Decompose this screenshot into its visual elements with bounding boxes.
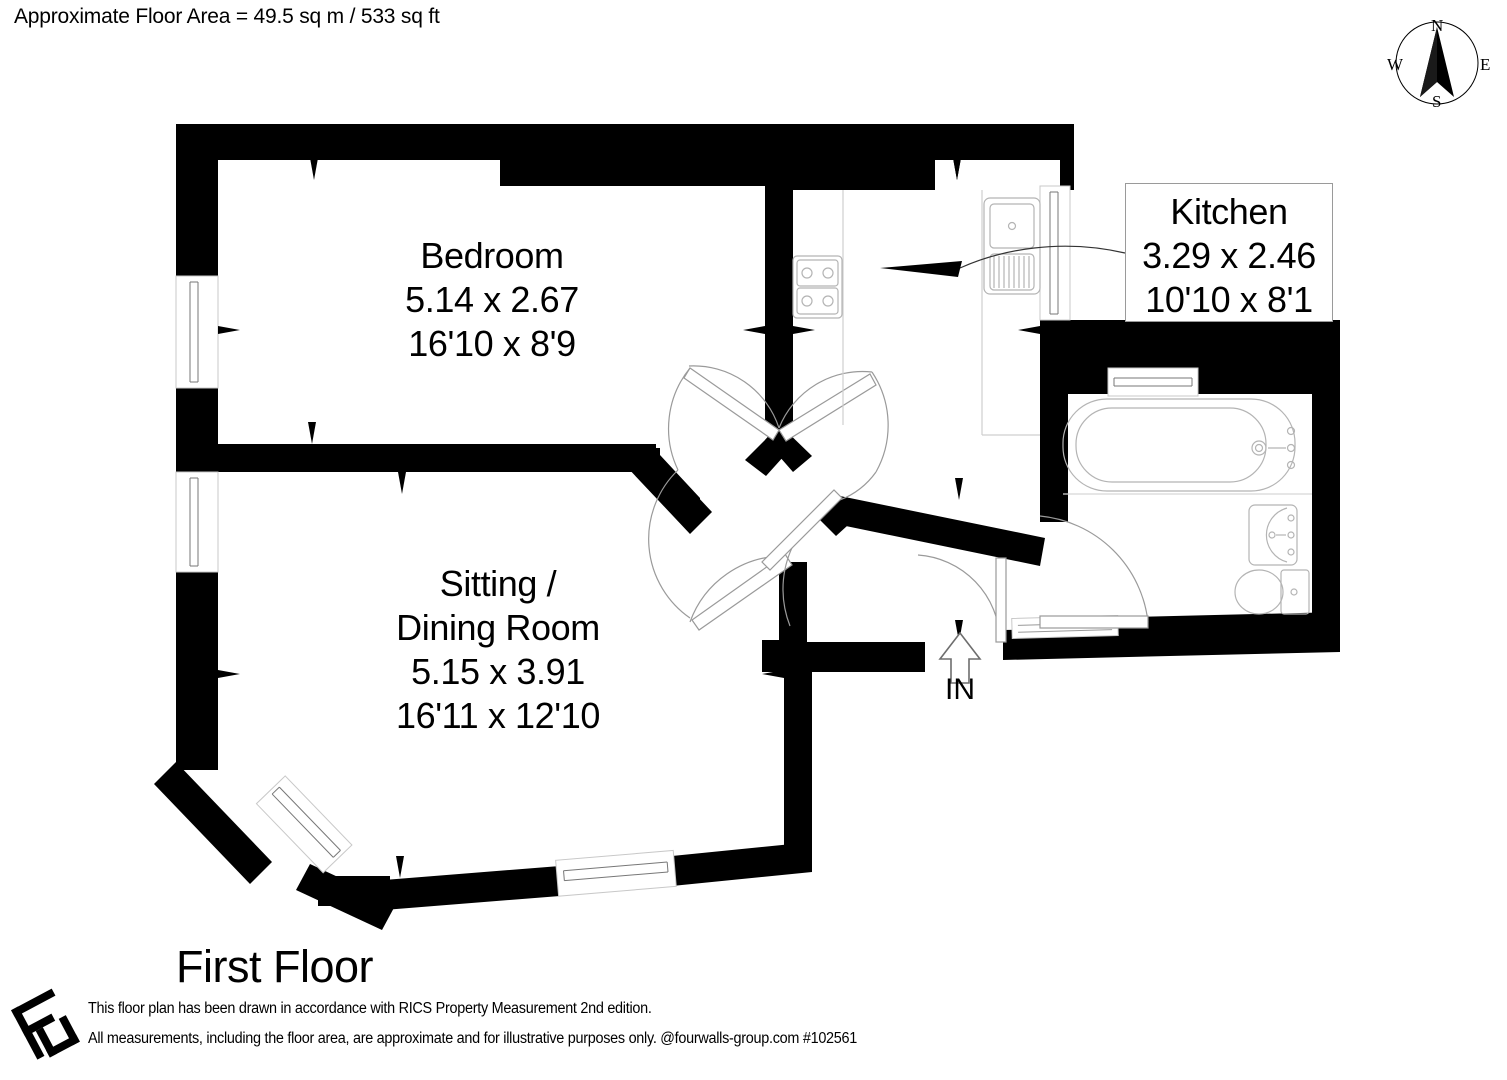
room-label-sitting-dining: Sitting / Dining Room 5.15 x 3.91 16'11 … [338,562,658,738]
kitchen-fixtures [792,190,1041,436]
bedroom-name: Bedroom [420,235,564,276]
compass-rose-icon [1395,21,1479,105]
bathroom-fixtures [1062,398,1312,615]
sitting-name-line1: Sitting / [439,563,557,604]
room-label-bedroom: Bedroom 5.14 x 2.67 16'10 x 8'9 [352,234,632,366]
compass-label-east: E [1480,55,1491,74]
room-label-kitchen: Kitchen 3.29 x 2.46 10'10 x 8'1 [1125,183,1333,322]
hob-icon [792,255,843,319]
floor-title: First Floor [176,941,374,992]
kitchen-leader-line [880,245,1126,277]
kitchen-name: Kitchen [1170,191,1288,232]
up-arrow-icon [938,631,982,684]
windows [175,185,1199,897]
bathtub-icon [1062,398,1296,492]
bedroom-metric: 5.14 x 2.67 [405,279,579,320]
compass-label-west: W [1387,55,1404,74]
dimension-markers [218,158,1090,878]
bathroom-basin-icon [1248,504,1298,566]
doors [648,365,1149,643]
exterior-walls [154,124,1340,930]
fourwalls-logo-icon [11,988,80,1060]
toilet-icon [1234,569,1310,615]
compass-label-south: S [1432,92,1442,111]
kitchen-sink-icon [983,197,1041,295]
kitchen-imperial: 10'10 x 8'1 [1145,279,1313,320]
bedroom-imperial: 16'10 x 8'9 [408,323,576,364]
disclaimer-line-1: This floor plan has been drawn in accord… [88,1000,652,1017]
compass-label-north: N [1431,16,1444,35]
disclaimer-line-2: All measurements, including the floor ar… [88,1030,858,1047]
floor-area-text: Approximate Floor Area = 49.5 sq m / 533… [14,5,440,28]
entrance-label: IN [945,673,975,706]
kitchen-metric: 3.29 x 2.46 [1142,235,1316,276]
sitting-imperial: 16'11 x 12'10 [395,695,601,736]
sitting-name-line2: Dining Room [396,607,600,648]
sitting-metric: 5.15 x 3.91 [411,651,585,692]
